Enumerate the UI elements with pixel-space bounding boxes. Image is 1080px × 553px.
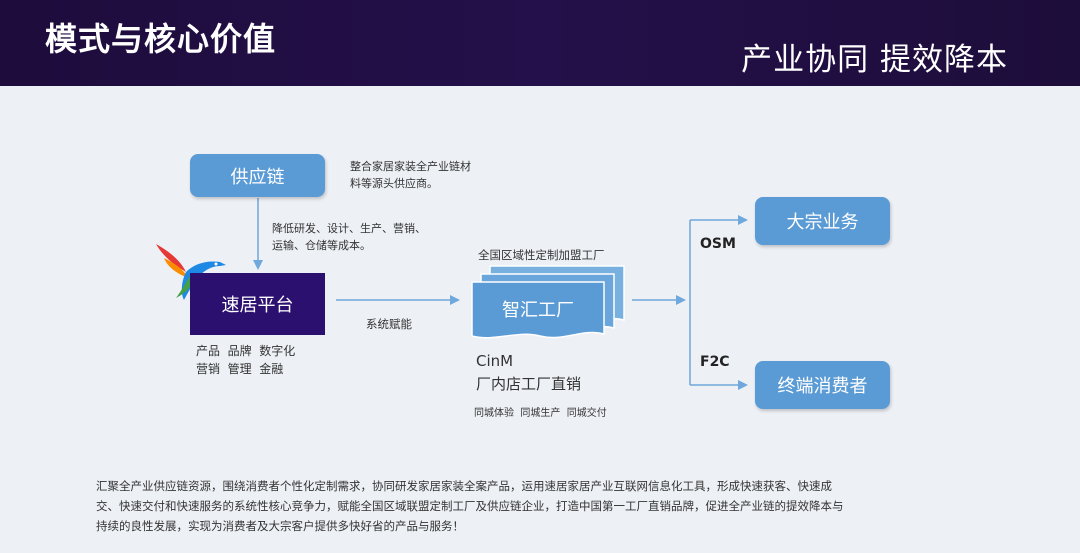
factory-services: 同城体验 同城生产 同城交付 — [474, 408, 607, 419]
platform-capabilities-line1: 产品 品牌 数字化 — [196, 344, 296, 358]
factory-label: 智汇工厂 — [502, 300, 574, 321]
bulk-business-label: 大宗业务 — [786, 212, 859, 233]
platform-capabilities-line2: 营销 管理 金融 — [196, 362, 284, 376]
supply-chain-note-line1: 整合家居家装全产业链材 — [350, 160, 471, 173]
page-title: 模式与核心价值 — [45, 20, 277, 58]
empower-label: 系统赋能 — [366, 317, 412, 331]
cost-note-line2: 运输、仓储等成本。 — [272, 239, 371, 252]
cost-reduction-note: 降低研发、设计、生产、营销、 运输、仓储等成本。 — [272, 220, 426, 254]
supply-chain-label: 供应链 — [230, 166, 285, 188]
supply-chain-box: 供应链 — [190, 154, 325, 197]
platform-box: 速居平台 — [190, 273, 325, 335]
cost-note-line1: 降低研发、设计、生产、营销、 — [272, 222, 426, 235]
platform-label: 速居平台 — [221, 295, 294, 316]
platform-capabilities: 产品 品牌 数字化 营销 管理 金融 — [196, 342, 295, 378]
f2c-channel-label: F2C — [700, 354, 730, 370]
end-consumer-box: 终端消费者 — [755, 361, 890, 409]
header-bar: 模式与核心价值 产业协同 提效降本 — [0, 0, 1080, 86]
factory-cinm: CinM — [476, 352, 514, 370]
summary-line2: 交、快速交付和快速服务的系统性核心竞争力，赋能全国区域联盟定制工厂及供应链企业，… — [96, 499, 844, 513]
factory-stack-icon — [471, 265, 625, 339]
summary-line3: 持续的良性发展，实现为消费者及大宗客户提供多快好省的产品与服务！ — [96, 519, 464, 533]
osm-channel-label: OSM — [700, 236, 736, 252]
supply-chain-note: 整合家居家装全产业链材 料等源头供应商。 — [350, 158, 471, 192]
bulk-business-box: 大宗业务 — [755, 197, 890, 245]
page-slogan: 产业协同 提效降本 — [741, 42, 1008, 78]
supply-chain-note-line2: 料等源头供应商。 — [350, 177, 438, 190]
summary-line1: 汇聚全产业供应链资源，围绕消费者个性化定制需求，协同研发家居家装全案产品，运用速… — [96, 479, 832, 493]
factory-top-label: 全国区域性定制加盟工厂 — [478, 248, 605, 262]
bird-logo — [156, 244, 226, 300]
end-consumer-label: 终端消费者 — [777, 376, 868, 397]
factory-direct-sales: 厂内店工厂直销 — [476, 375, 582, 393]
summary-paragraph: 汇聚全产业供应链资源，围绕消费者个性化定制需求，协同研发家居家装全案产品，运用速… — [96, 476, 986, 536]
